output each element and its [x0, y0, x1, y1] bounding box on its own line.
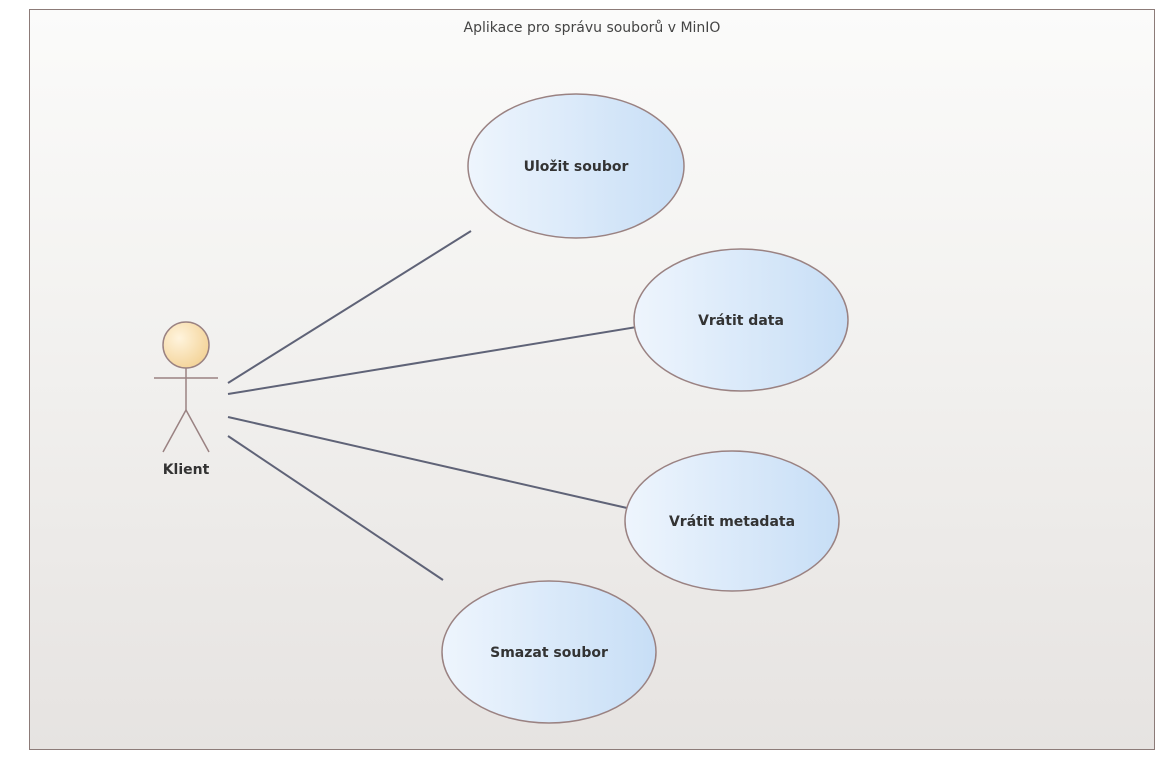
associations — [227, 230, 638, 581]
use-case-vratit-data[interactable]: Vrátit data — [633, 248, 849, 392]
actor-klient[interactable]: Klient — [154, 321, 218, 478]
association-vratit-data[interactable] — [227, 326, 638, 395]
use-case-label: Uložit soubor — [524, 159, 629, 175]
use-case-ulozit-soubor[interactable]: Uložit soubor — [467, 93, 685, 239]
use-case-smazat-soubor[interactable]: Smazat soubor — [441, 580, 657, 724]
association-smazat-soubor[interactable] — [227, 435, 444, 581]
use-case-vratit-metadata[interactable]: Vrátit metadata — [624, 450, 840, 592]
actor-label: Klient — [163, 462, 210, 478]
actor-head-icon — [162, 321, 210, 369]
association-vratit-metadata[interactable] — [227, 416, 628, 509]
use-case-label: Vrátit metadata — [669, 514, 795, 530]
association-ulozit-soubor[interactable] — [227, 230, 472, 384]
use-case-label: Vrátit data — [698, 313, 784, 329]
system-title: Aplikace pro správu souborů v MinIO — [463, 20, 721, 36]
use-case-label: Smazat soubor — [490, 645, 608, 661]
